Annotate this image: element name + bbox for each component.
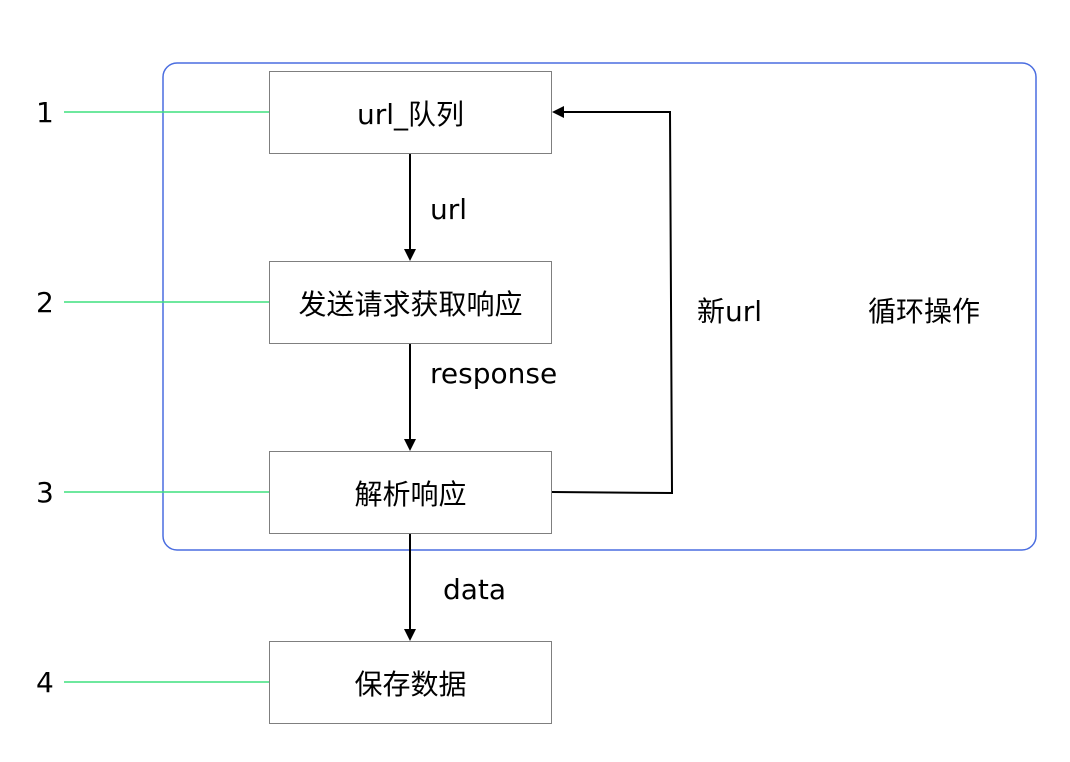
save-data-box: 保存数据 [269, 641, 552, 724]
loop-container [162, 62, 1037, 551]
send-request-label: 发送请求获取响应 [298, 287, 523, 321]
send-request-box: 发送请求获取响应 [269, 261, 552, 344]
edge-label-url: url [430, 193, 468, 226]
loop-label: 循环操作 [868, 295, 981, 328]
edge-label-data: data [443, 573, 507, 606]
save-data-label: 保存数据 [354, 667, 467, 701]
step-number-2: 2 [36, 286, 54, 319]
parse-response-box: 解析响应 [269, 451, 552, 534]
url-queue-label: url_队列 [356, 97, 465, 131]
parse-response-label: 解析响应 [354, 477, 467, 511]
edge-label-new-url: 新url [697, 295, 763, 328]
step-number-1: 1 [36, 96, 54, 129]
step-number-4: 4 [36, 666, 54, 699]
arrow-new-url [551, 106, 674, 495]
step-number-3: 3 [36, 476, 54, 509]
url-queue-box: url_队列 [269, 71, 552, 154]
edge-label-response: response [430, 357, 558, 390]
